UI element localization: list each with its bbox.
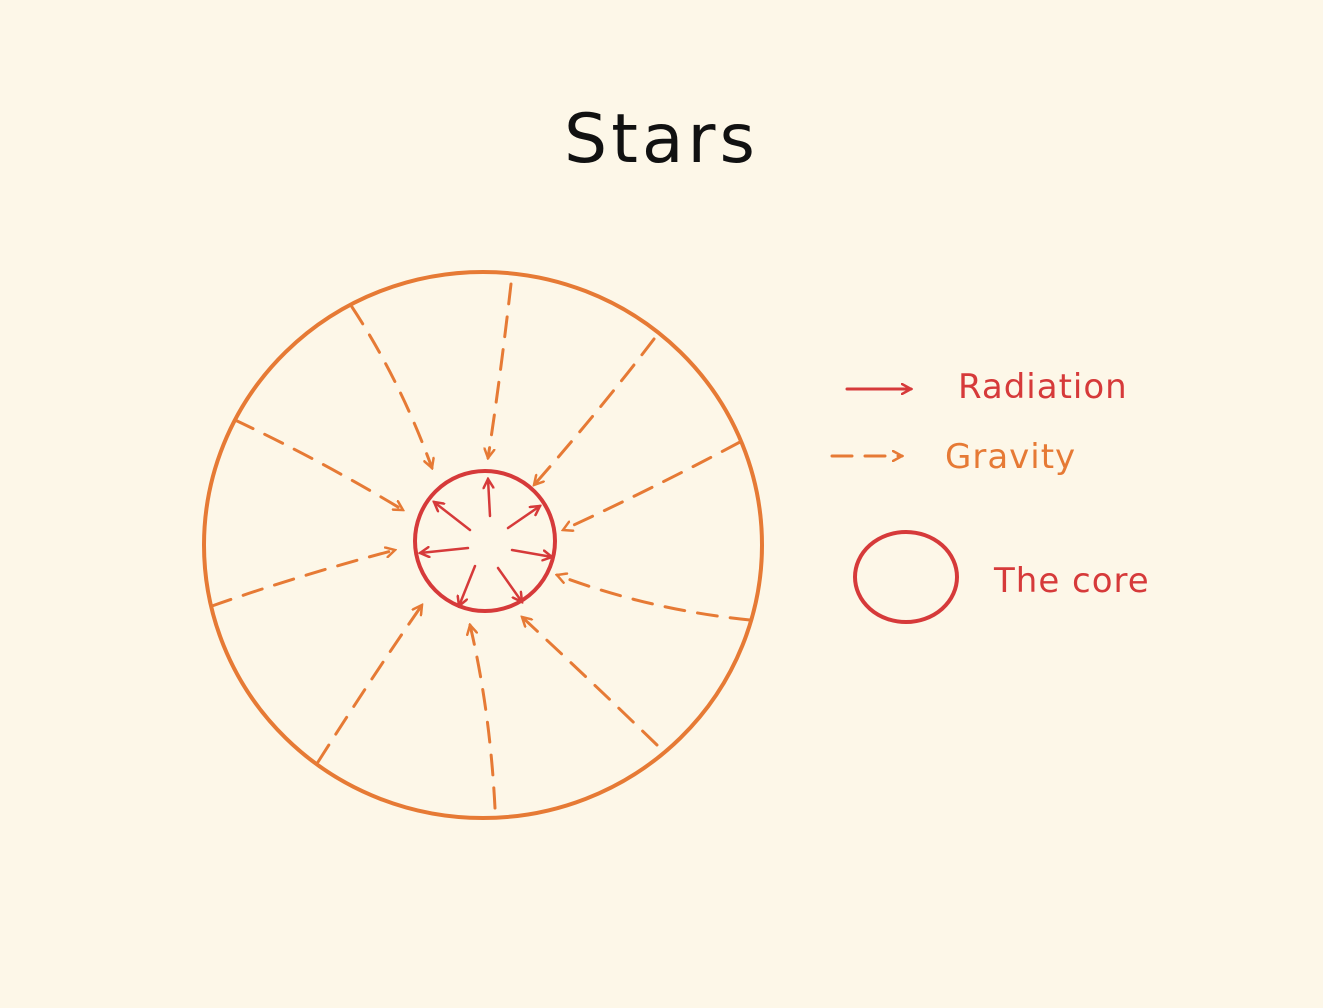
radiation-arrow — [434, 502, 472, 532]
gravity-arrow — [350, 305, 432, 468]
gravity-arrow — [563, 440, 742, 530]
radiation-arrow — [420, 548, 470, 553]
gravity-arrow — [557, 575, 752, 622]
radiation-arrow — [510, 548, 552, 557]
radiation-arrow — [496, 566, 522, 602]
core-circle — [413, 469, 557, 613]
gravity-arrow — [233, 418, 403, 512]
gravity-arrow — [488, 282, 513, 458]
star-outline — [202, 270, 764, 820]
radiation-arrow — [459, 564, 477, 606]
legend-core-label: The core — [994, 561, 1150, 601]
legend-gravity-label: Gravity — [945, 437, 1077, 477]
radiation-arrow — [488, 479, 490, 518]
radiation-arrow — [506, 506, 540, 530]
gravity-arrow — [522, 617, 659, 747]
legend-core-circle — [853, 530, 959, 624]
gravity-arrow — [534, 337, 656, 485]
legend-radiation-label: Radiation — [958, 367, 1128, 407]
gravity-arrows — [210, 282, 752, 810]
gravity-arrow — [470, 625, 497, 810]
page-title: Stars — [564, 100, 759, 179]
radiation-arrows — [420, 479, 552, 606]
gravity-arrow — [210, 550, 395, 608]
gravity-arrow — [316, 605, 424, 764]
